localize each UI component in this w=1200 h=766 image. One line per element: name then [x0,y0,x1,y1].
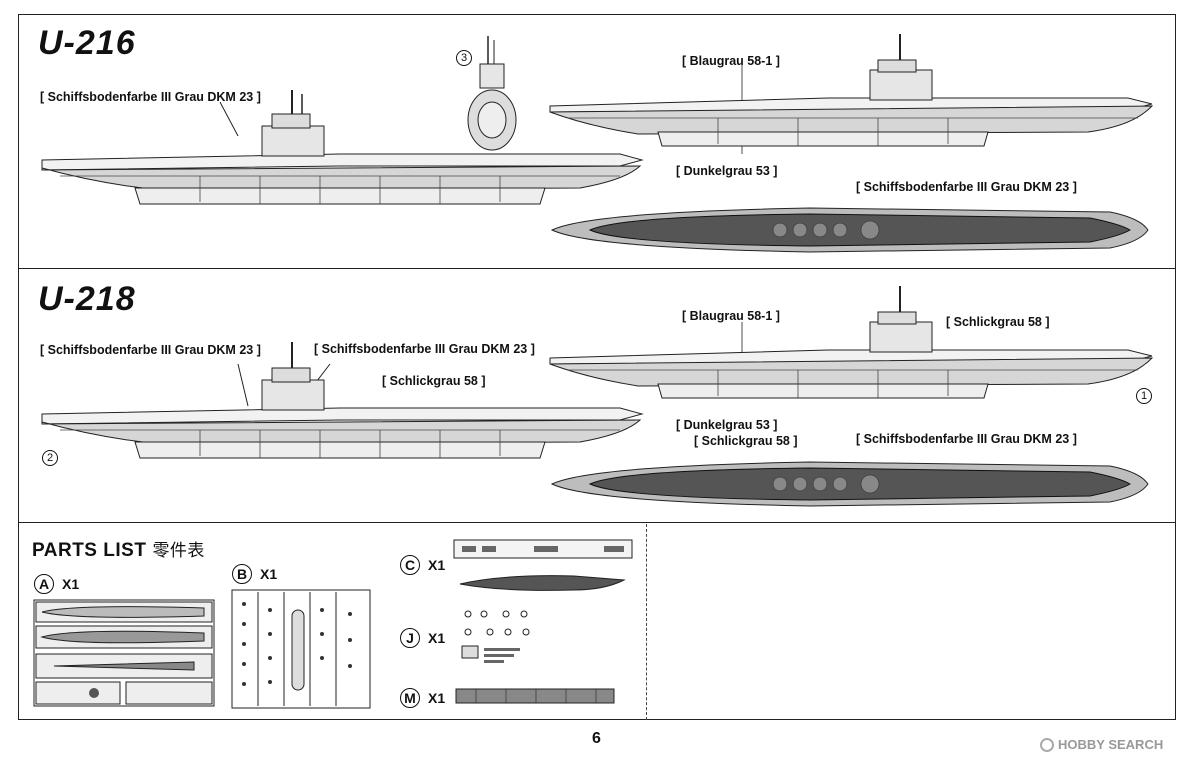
submarine-side-profile-u216 [41,90,644,205]
submarine-deck-view-u218 [550,461,1149,507]
sprue-qty: X1 [62,576,80,592]
watermark: HOBBY SEARCH [1040,737,1163,752]
parts-list-title-cn: 零件表 [152,541,205,560]
color-label: [ Dunkelgrau 53 ] [676,164,778,178]
color-label: [ Blaugrau 58-1 ] [682,309,780,323]
section-title-u216: U-216 [38,24,136,62]
sprue-a-drawing [33,599,215,707]
parts-divider [646,524,647,720]
submarine-deck-view-u216 [550,207,1149,253]
sprue-label-b: B X1 [232,564,277,584]
sprue-letter: B [232,564,252,584]
sprue-letter: J [400,628,420,648]
sprue-letter: A [34,574,54,594]
sprue-label-c: C X1 [400,555,445,575]
section-title-u218: U-218 [38,280,136,318]
submarine-side-profile-u218 [41,342,644,459]
sprue-qty: X1 [428,690,446,706]
color-label: [ Dunkelgrau 53 ] [676,418,778,432]
sprue-c-drawing [453,539,633,591]
callout-number: 3 [456,50,472,66]
callout-number: 1 [1136,388,1152,404]
sprue-b-drawing [231,589,371,709]
color-label: [ Schiffsbodenfarbe III Grau DKM 23 ] [856,180,1077,194]
parts-list-title-en: PARTS LIST [32,540,147,561]
section-divider [18,522,1176,523]
color-label: [ Schlickgrau 58 ] [382,374,486,388]
submarine-side-profile-u216-right [549,34,1154,154]
section-divider [18,268,1176,269]
sprue-letter: C [400,555,420,575]
sprue-letter: M [400,688,420,708]
callout-number: 2 [42,450,58,466]
sprue-label-m: M X1 [400,688,445,708]
color-label: [ Schiffsbodenfarbe III Grau DKM 23 ] [40,90,261,104]
color-label: [ Blaugrau 58-1 ] [682,54,780,68]
color-label: [ Schlickgrau 58 ] [946,315,1050,329]
page-frame [18,14,1176,720]
sprue-j-drawing [461,610,530,663]
sprue-qty: X1 [260,566,278,582]
color-label: [ Schiffsbodenfarbe III Grau DKM 23 ] [40,343,261,357]
color-label: [ Schiffsbodenfarbe III Grau DKM 23 ] [856,432,1077,446]
watermark-text: HOBBY SEARCH [1058,737,1164,752]
sprue-label-j: J X1 [400,628,445,648]
sprue-qty: X1 [428,630,446,646]
color-label: [ Schlickgrau 58 ] [694,434,798,448]
color-label: [ Schiffsbodenfarbe III Grau DKM 23 ] [314,342,535,356]
sprue-m-drawing [455,688,615,704]
parts-list-title: PARTS LIST 零件表 [32,536,205,562]
sprue-label-a: A X1 [34,574,79,594]
submarine-front-view [467,36,517,151]
submarine-side-profile-u218-right [549,286,1154,399]
page-number: 6 [592,730,601,747]
watermark-logo-icon [1040,737,1054,752]
sprue-qty: X1 [428,557,446,573]
